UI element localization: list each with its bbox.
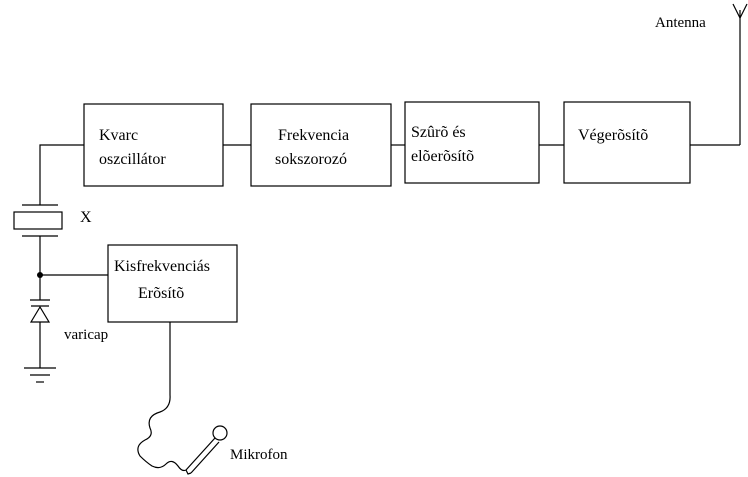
block-frequency-multiplier: Frekvencia sokszorozó — [250, 103, 392, 187]
wire-osc-to-crystal — [39, 144, 84, 205]
block-crystal-oscillator-line1: Kvarc — [99, 127, 138, 144]
crystal-label: X — [80, 209, 92, 226]
antenna-label: Antenna — [655, 15, 706, 31]
block-power-amplifier-line1: Végerõsítõ — [578, 127, 648, 144]
block-crystal-oscillator-line2: oszcillátor — [99, 151, 166, 168]
block-af-amplifier-line1: Kisfrekvenciás — [114, 258, 210, 275]
block-frequency-multiplier-line1: Frekvencia — [278, 127, 349, 144]
crystal-icon — [13, 204, 63, 237]
varicap-diode-icon — [29, 275, 51, 368]
varicap-label: varicap — [64, 327, 108, 343]
block-frequency-multiplier-line2: sokszorozó — [275, 151, 347, 168]
block-crystal-oscillator: Kvarc oszcillátor — [83, 103, 224, 187]
microphone-label: Mikrofon — [230, 447, 288, 463]
block-af-amplifier: Kisfrekvenciás Erõsítõ — [107, 244, 238, 323]
block-power-amplifier: Végerõsítõ — [563, 101, 691, 184]
ground-icon — [24, 367, 56, 383]
block-filter-preamp-line2: elõerõsítõ — [411, 148, 474, 165]
microphone-cable — [137, 322, 187, 472]
block-filter-preamp-line1: Szûrõ és — [411, 124, 466, 141]
microphone-icon — [185, 425, 228, 475]
antenna-icon — [732, 3, 748, 145]
block-af-amplifier-line2: Erõsítõ — [138, 285, 184, 302]
block-filter-preamp: Szûrõ és elõerõsítõ — [404, 101, 540, 184]
